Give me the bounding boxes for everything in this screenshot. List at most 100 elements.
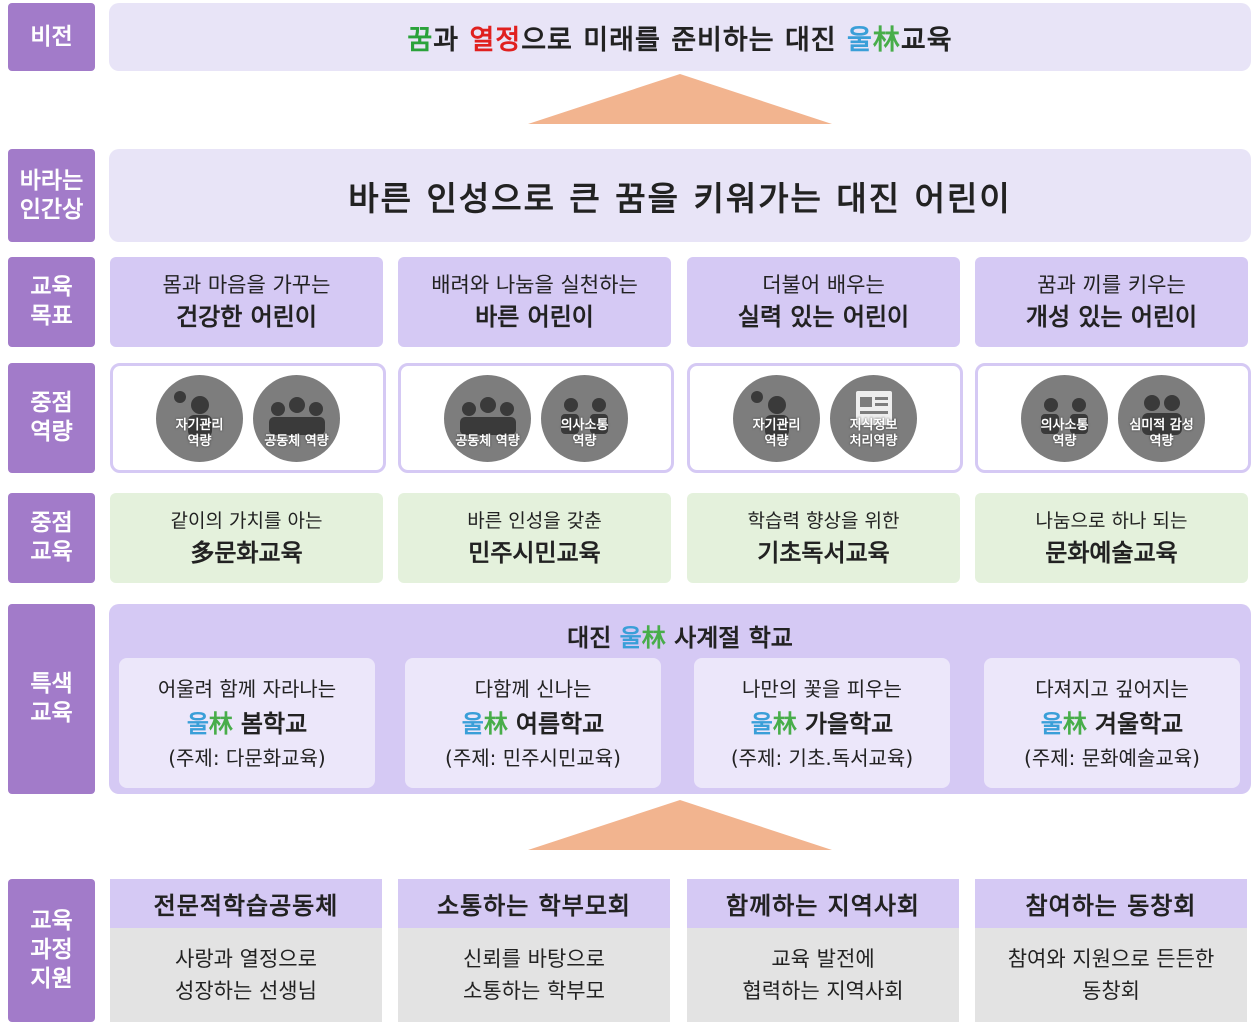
- season-tagline: 다함께 신나는: [474, 677, 592, 701]
- competency-label: 의사소통: [1040, 417, 1089, 433]
- season-name: 겨울학교: [1094, 710, 1184, 738]
- school-logo: 울林: [1041, 705, 1087, 743]
- season-tagline: 다져지고 깊어지는: [1035, 677, 1189, 701]
- label-vision: 비전: [8, 3, 95, 71]
- competency-label: 처리역량: [849, 433, 898, 449]
- label-person-line2: 인간상: [19, 196, 84, 223]
- logo-char-1: 울: [619, 624, 642, 652]
- season-topic: (주제: 민주시민교육): [445, 746, 621, 770]
- label-special-education: 특색 교육: [8, 604, 95, 794]
- competency-label: 역량: [764, 433, 789, 449]
- competency-label: 자기관리: [175, 417, 224, 433]
- vision-text-3: 교육: [900, 24, 953, 56]
- support-line2: 소통하는 학부모: [463, 979, 605, 1003]
- desired-person-statement: 바른 인성으로 큰 꿈을 키워가는 대진 어린이: [109, 149, 1251, 242]
- season-topic: (주제: 문화예술교육): [1024, 746, 1200, 770]
- competency-label: 자기관리: [752, 417, 801, 433]
- season-title-pre: 대진: [567, 624, 612, 652]
- logo-char-2: 林: [208, 710, 233, 738]
- season-topic: (주제: 다문화교육): [168, 746, 326, 770]
- label-focus-education: 중점 교육: [8, 493, 95, 583]
- season-tagline: 어울려 함께 자라나는: [157, 677, 337, 701]
- support-line1: 신뢰를 바탕으로: [463, 947, 605, 971]
- support-head: 전문적학습공동체: [110, 879, 382, 928]
- label-special-line2: 교육: [30, 700, 73, 726]
- goal-line1: 더불어 배우는: [762, 273, 885, 297]
- label-curriculum-support: 교육 과정 지원: [8, 879, 95, 1022]
- goal-line1: 배려와 나눔을 실천하는: [431, 273, 638, 297]
- label-desired-person: 바라는 인간상: [8, 149, 95, 242]
- season-topic: (주제: 기초.독서교육): [730, 746, 914, 770]
- goal-box: 배려와 나눔을 실천하는 바른 어린이: [398, 257, 671, 347]
- focus-education-box: 같이의 가치를 아는 多문화교육: [110, 493, 383, 583]
- goal-box: 몸과 마음을 가꾸는 건강한 어린이: [110, 257, 383, 347]
- focus-edu-line2: 문화예술교육: [1045, 539, 1178, 567]
- competency-label: 의사소통: [560, 417, 609, 433]
- logo-char-1: 울: [186, 710, 209, 738]
- support-head: 소통하는 학부모회: [398, 879, 670, 928]
- support-line2: 협력하는 지역사회: [742, 979, 904, 1003]
- focus-edu-line2: 기초독서교육: [757, 539, 890, 567]
- logo-char-2: 林: [641, 624, 666, 652]
- competency-label: 역량: [1149, 433, 1174, 449]
- vision-statement: 꿈 과 열정 으로 미래를 준비하는 대진 울林 교육: [109, 3, 1251, 71]
- group-icon: 공동체 역량: [444, 374, 531, 462]
- group-icon: 공동체 역량: [253, 374, 340, 462]
- competency-label: 공동체 역량: [264, 433, 329, 449]
- vision-text-2: 으로 미래를 준비하는 대진: [521, 24, 848, 56]
- focus-edu-line1: 같이의 가치를 아는: [170, 510, 323, 532]
- label-support-line3: 지원: [30, 966, 73, 992]
- goal-box: 더불어 배우는 실력 있는 어린이: [687, 257, 960, 347]
- school-logo: 울林: [751, 705, 797, 743]
- logo-char-1: 울: [847, 24, 873, 56]
- label-focus-line1: 중점: [30, 510, 73, 536]
- goal-line2: 실력 있는 어린이: [737, 303, 910, 331]
- label-person-line1: 바라는: [19, 167, 84, 194]
- logo-char-1: 울: [1040, 710, 1063, 738]
- label-focus-line2: 교육: [30, 539, 73, 565]
- vision-dream-word: 꿈: [407, 24, 434, 56]
- focus-education-box: 바른 인성을 갖춘 민주시민교육: [398, 493, 671, 583]
- support-line2: 성장하는 선생님: [175, 979, 317, 1003]
- focus-edu-line1: 나눔으로 하나 되는: [1035, 510, 1188, 532]
- school-logo: 울林: [187, 705, 233, 743]
- school-logo: 울林: [620, 618, 666, 653]
- support-line1: 교육 발전에: [771, 947, 875, 971]
- vision-passion-word: 열정: [469, 24, 522, 56]
- vision-text-1: 과: [433, 24, 470, 56]
- logo-char-2: 林: [872, 24, 901, 56]
- focus-edu-line2: 多문화교육: [190, 539, 303, 567]
- season-name: 가을학교: [804, 710, 894, 738]
- label-goals-line1: 교육: [30, 274, 73, 300]
- up-arrow-bottom: [528, 800, 832, 850]
- focus-edu-line2: 민주시민교육: [468, 539, 601, 567]
- logo-char-1: 울: [461, 710, 484, 738]
- goal-line2: 건강한 어린이: [176, 303, 317, 331]
- up-arrow-top: [528, 74, 832, 124]
- logo-char-2: 林: [1062, 710, 1087, 738]
- focus-edu-line1: 바른 인성을 갖춘: [467, 510, 602, 532]
- logo-char-2: 林: [483, 710, 508, 738]
- competency-label: 공동체 역량: [455, 433, 520, 449]
- logo-char-2: 林: [772, 710, 797, 738]
- school-logo: 울林: [462, 705, 508, 743]
- support-head: 참여하는 동창회: [975, 879, 1247, 928]
- goal-box: 꿈과 끼를 키우는 개성 있는 어린이: [975, 257, 1248, 347]
- support-line1: 참여와 지원으로 든든한: [1007, 947, 1215, 971]
- support-line1: 사랑과 열정으로: [175, 947, 317, 971]
- goal-line2: 바른 어린이: [475, 303, 594, 331]
- focus-edu-line1: 학습력 향상을 위한: [747, 510, 900, 532]
- label-goals: 교육 목표: [8, 257, 95, 347]
- competency-label: 지식정보: [849, 417, 898, 433]
